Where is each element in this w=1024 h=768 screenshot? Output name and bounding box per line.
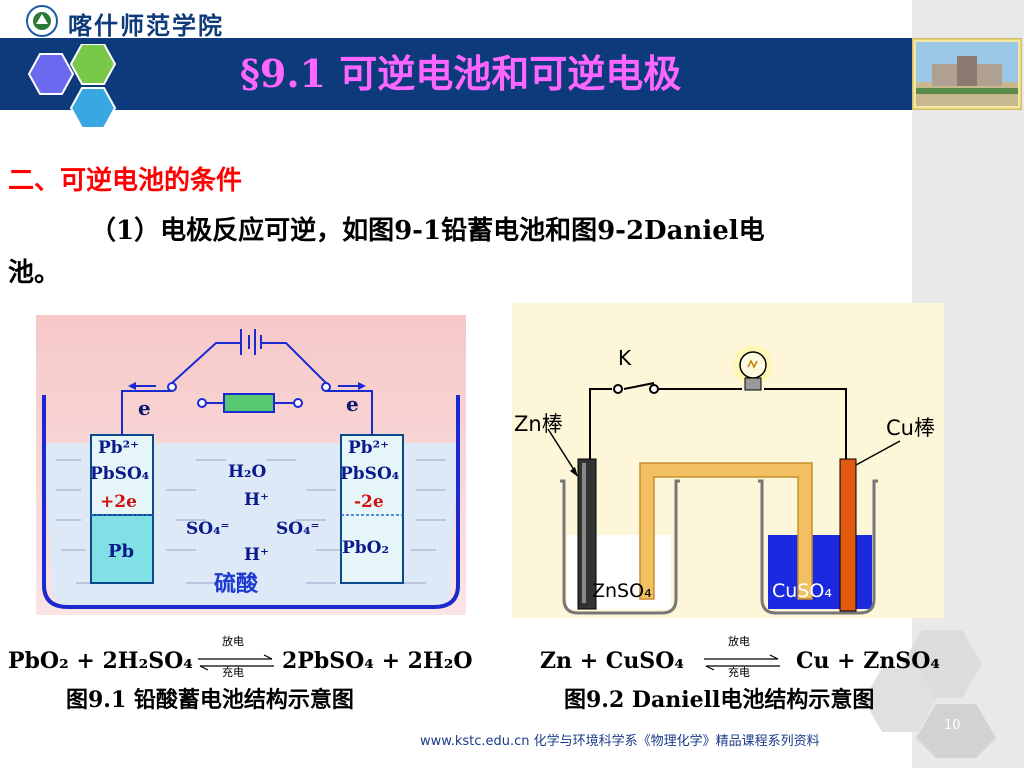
page-number: 10 (944, 718, 961, 733)
equilibrium-arrow-1 (198, 654, 274, 671)
page-title: §9.1 可逆电池和可逆电极 (240, 51, 682, 96)
electron-label-left: e (138, 396, 151, 420)
hexagon-decoration-bottom (864, 630, 996, 758)
center-label-so4-1: SO₄⁼ (186, 519, 230, 539)
charge-label-1: 充电 (222, 666, 244, 679)
discharge-label-1: 放电 (222, 635, 244, 648)
acid-label: 硫酸 (214, 571, 259, 597)
equation-1-right: 2PbSO₄ + 2H₂O (282, 648, 473, 674)
hexagon-decoration (27, 44, 117, 129)
title-band (0, 38, 912, 110)
section-heading: 二、可逆电池的条件 (8, 166, 243, 196)
right-label-pbso4: PbSO₄ (340, 464, 400, 484)
electron-label-right: e (346, 392, 359, 416)
school-logo-icon (26, 5, 58, 37)
znso4-solution-label: ZnSO₄ (592, 580, 652, 602)
paragraph-line-2: 池。 (8, 258, 61, 288)
right-label-minus2e: -2e (354, 492, 384, 512)
center-label-h2o: H₂O (228, 462, 267, 482)
equation-2-right: Cu + ZnSO₄ (796, 648, 940, 674)
figure-2-caption: 图9.2 Daniell电池结构示意图 (564, 687, 875, 713)
school-name: 喀什师范学院 (68, 11, 224, 40)
equation-1-left: PbO₂ + 2H₂SO₄ (8, 648, 193, 674)
center-label-so4-2: SO₄⁼ (276, 519, 320, 539)
left-label-plus2e: +2e (100, 492, 137, 512)
left-label-pb: Pb (108, 541, 135, 562)
center-label-hplus-2: H⁺ (244, 545, 270, 565)
equation-2-left: Zn + CuSO₄ (540, 648, 684, 674)
zn-rod-label: Zn棒 (514, 412, 563, 436)
switch-label: K (618, 346, 632, 370)
equilibrium-arrow-2 (704, 654, 780, 671)
figure-1-caption: 图9.1 铅酸蓄电池结构示意图 (66, 687, 354, 713)
left-label-pbso4: PbSO₄ (90, 464, 150, 484)
charge-label-2: 充电 (728, 666, 750, 679)
left-label-pb2plus: Pb²⁺ (98, 438, 140, 458)
figure-1-lead-acid-diagram (36, 315, 466, 615)
footer-text: 化学与环境科学系《物理化学》精品课程系列资料 (533, 734, 820, 749)
footer-url[interactable]: www.kstc.edu.cn (420, 734, 530, 749)
cu-rod-label: Cu棒 (886, 416, 935, 440)
campus-photo (912, 38, 1022, 110)
figure-2-daniell-diagram (512, 303, 944, 618)
center-label-hplus-1: H⁺ (244, 490, 270, 510)
footer: www.kstc.edu.cn 化学与环境科学系《物理化学》精品课程系列资料 (420, 730, 820, 749)
discharge-label-2: 放电 (728, 635, 750, 648)
right-label-pb2plus: Pb²⁺ (348, 438, 390, 458)
paragraph-line-1: （1）电极反应可逆，如图9-1铅蓄电池和图9-2Daniel电 (90, 216, 765, 246)
cuso4-solution-label: CuSO₄ (772, 580, 832, 602)
right-label-pbo2: PbO₂ (342, 538, 389, 558)
top-band (0, 0, 912, 36)
